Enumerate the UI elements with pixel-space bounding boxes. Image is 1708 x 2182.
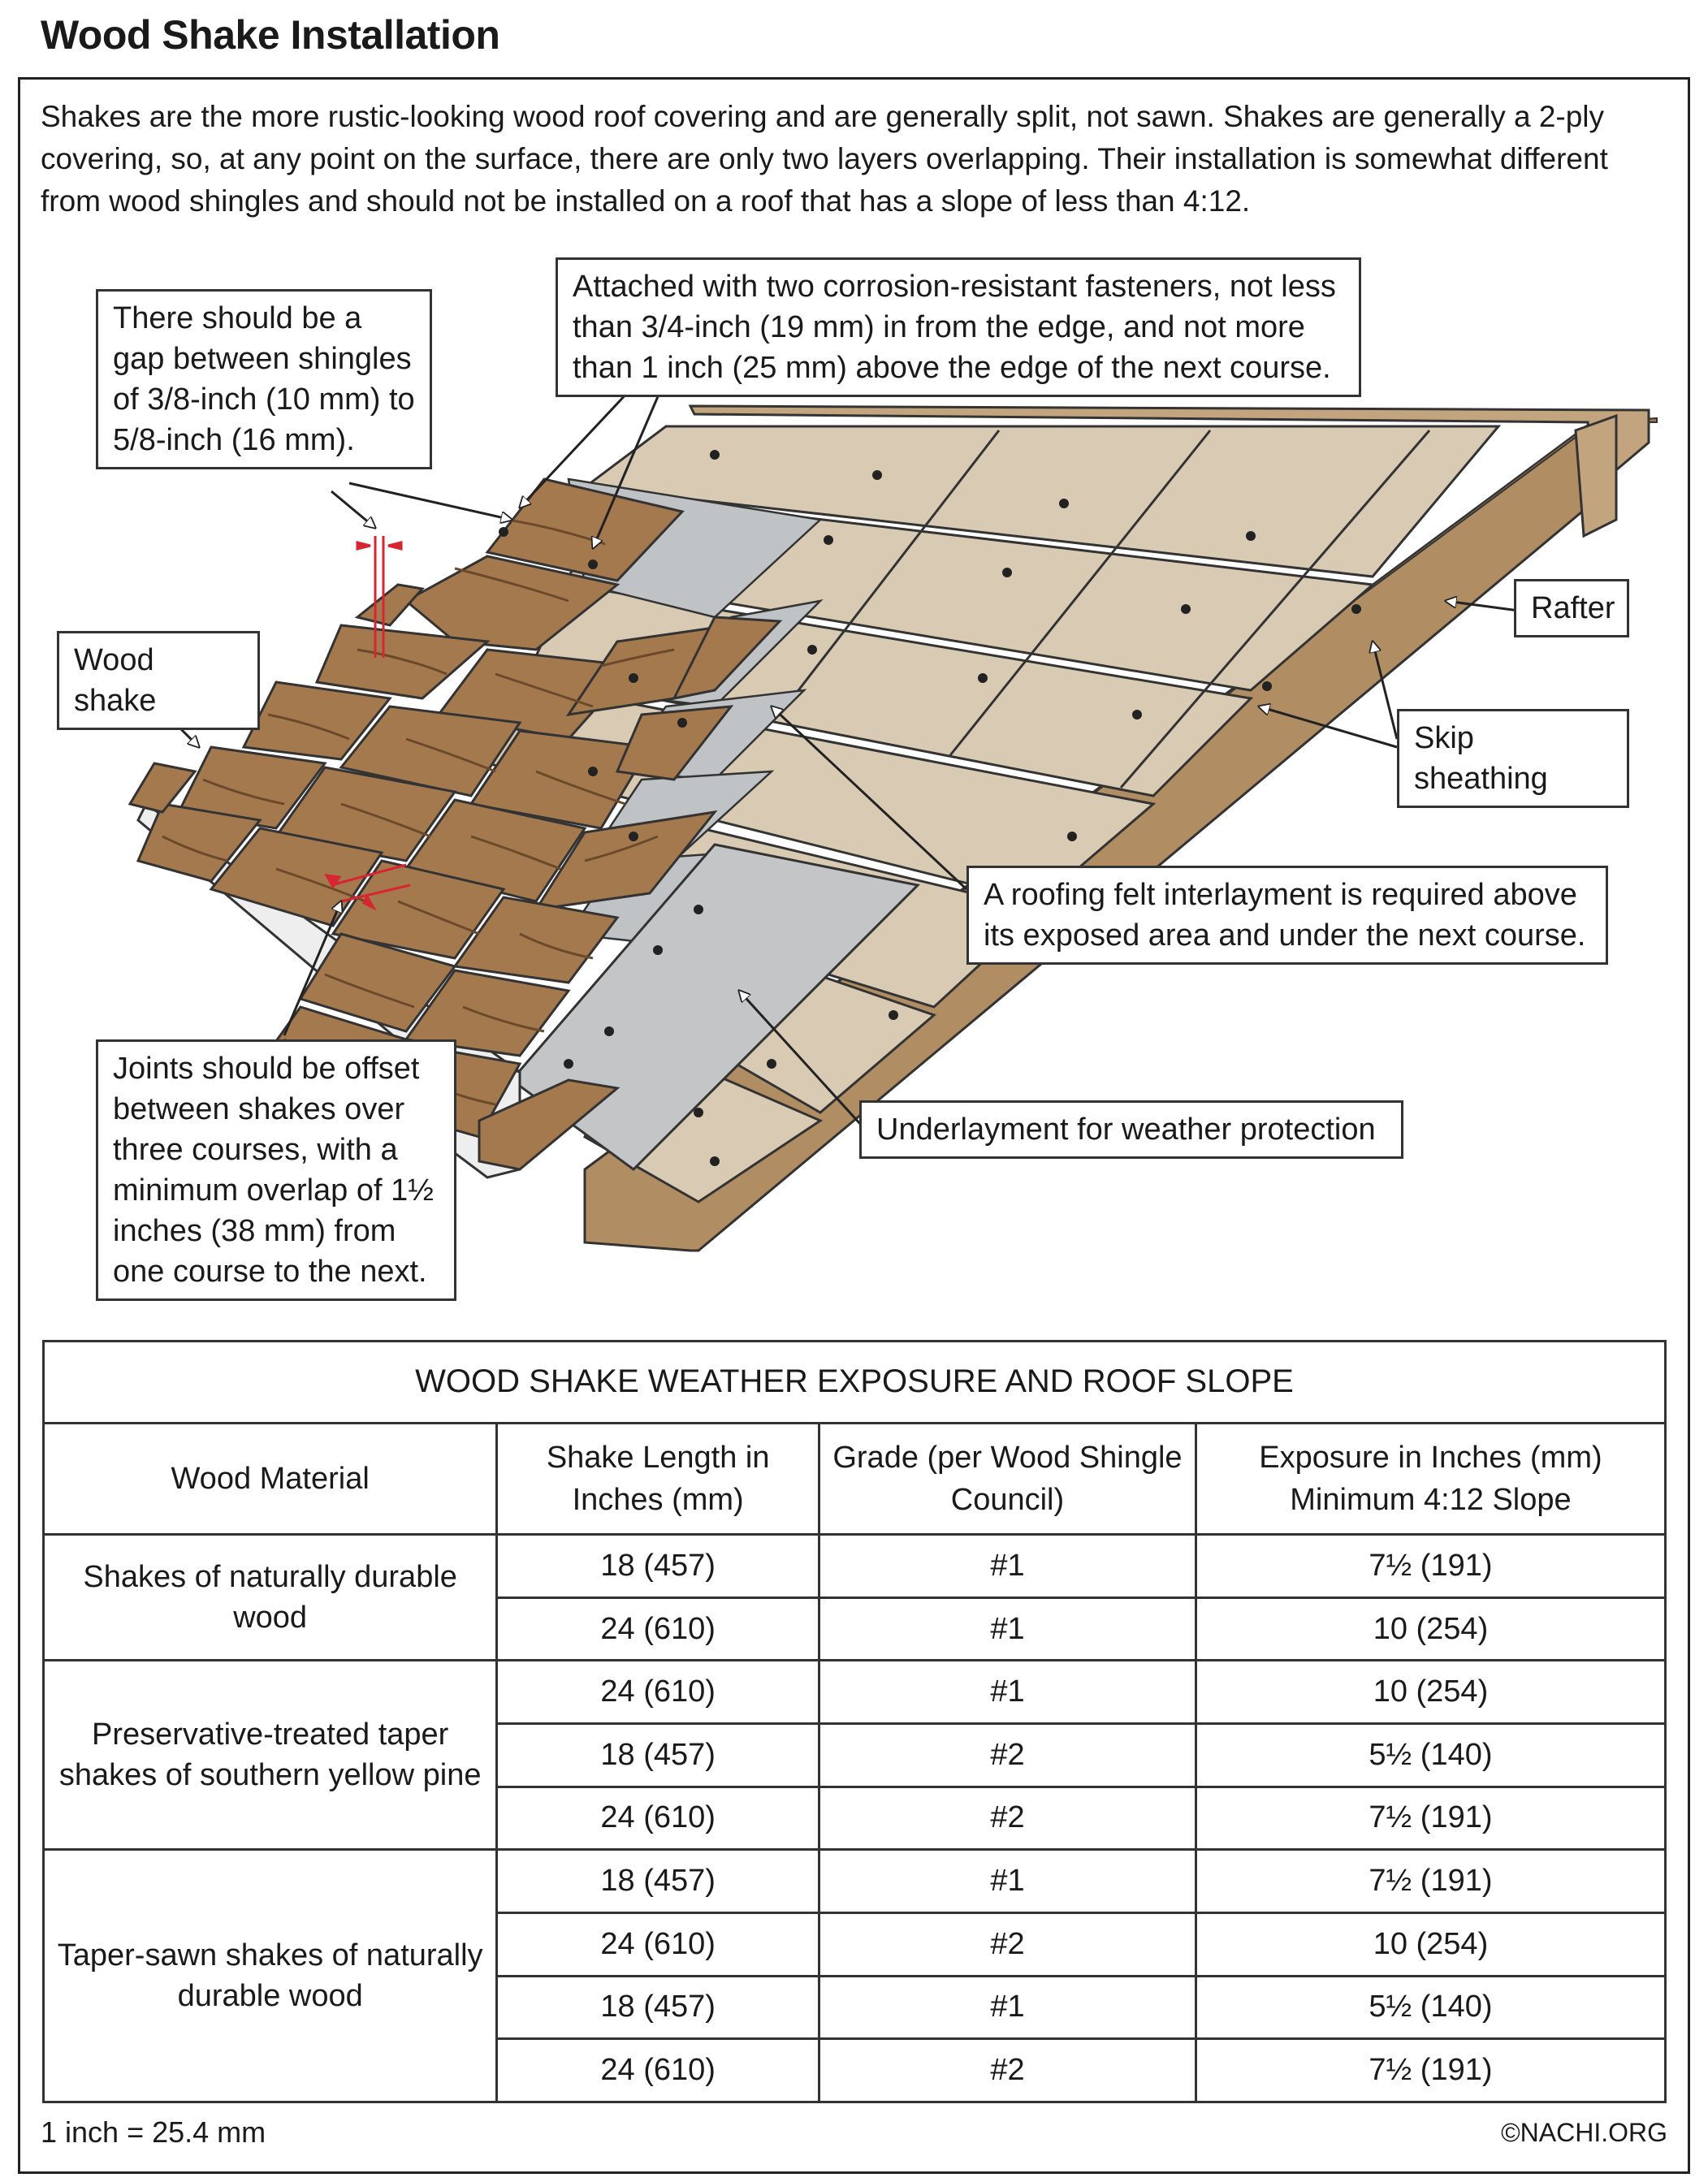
- callout-wood-shake: Wood shake: [57, 631, 260, 730]
- table-row: 24 (610) #2 10 (254): [44, 1911, 1667, 1977]
- grade-cell: #1: [818, 1596, 1197, 1662]
- callout-felt: A roofing felt interlayment is required …: [966, 866, 1608, 965]
- length-cell: 18 (457): [495, 1974, 820, 2041]
- conversion-note: 1 inch = 25.4 mm: [41, 2115, 266, 2149]
- callout-skip-sheathing: Skip sheathing: [1397, 709, 1629, 808]
- length-cell: 24 (610): [495, 1785, 820, 1851]
- callout-joints: Joints should be offset between shakes o…: [96, 1039, 456, 1301]
- exposure-cell: 5½ (140): [1194, 1722, 1667, 1788]
- table-caption: WOOD SHAKE WEATHER EXPOSURE AND ROOF SLO…: [42, 1340, 1667, 1424]
- table-row: 18 (457) #1 5½ (140): [44, 1974, 1667, 2041]
- material-cell: Preservative-treated taper shakes of sou…: [41, 1659, 499, 1851]
- length-cell: 24 (610): [495, 2037, 820, 2103]
- length-cell: 24 (610): [495, 1596, 820, 1662]
- table-row: Taper-sawn shakes of naturally durable w…: [41, 1848, 1667, 2103]
- header-grade: Grade (per Wood Shingle Council): [818, 1421, 1197, 1536]
- callout-gap: There should be a gap between shingles o…: [96, 289, 432, 469]
- exposure-cell: 7½ (191): [1194, 1785, 1667, 1851]
- rafter-lines: [778, 430, 1431, 789]
- exposure-cell: 10 (254): [1194, 1911, 1667, 1977]
- table-row: 24 (610) #1 10 (254): [44, 1596, 1667, 1662]
- rafters: [688, 404, 1650, 538]
- length-cell: 24 (610): [495, 1911, 820, 1977]
- overlap-indicator: [324, 863, 411, 911]
- table-row: Shakes of naturally durable wood 18 (457…: [41, 1533, 1667, 1662]
- callout-fasteners: Attached with two corrosion-resistant fa…: [556, 257, 1361, 397]
- exposure-cell: 7½ (191): [1194, 1848, 1667, 1914]
- material-cell: Taper-sawn shakes of naturally durable w…: [41, 1848, 499, 2103]
- length-cell: 24 (610): [495, 1659, 820, 1725]
- content-frame: [18, 77, 1690, 2174]
- gap-indicator: [356, 536, 403, 658]
- material-cell: Shakes of naturally durable wood: [41, 1533, 499, 1662]
- table-row: 18 (457) #2 5½ (140): [44, 1722, 1667, 1788]
- exposure-cell: 5½ (140): [1194, 1974, 1667, 2041]
- exposure-cell: 7½ (191): [1194, 2037, 1667, 2103]
- exposure-cell: 10 (254): [1194, 1659, 1667, 1725]
- header-shake-length: Shake Length in Inches (mm): [495, 1421, 820, 1536]
- length-cell: 18 (457): [495, 1533, 820, 1599]
- grade-cell: #1: [818, 1659, 1197, 1725]
- table-row: 24 (610) #2 7½ (191): [44, 2037, 1667, 2103]
- callout-underlayment: Underlayment for weather protection: [859, 1100, 1403, 1159]
- exposure-cell: 10 (254): [1194, 1596, 1667, 1662]
- grade-cell: #2: [818, 1911, 1197, 1977]
- grade-cell: #1: [818, 1533, 1197, 1599]
- roof-diagram: [128, 376, 1658, 1252]
- length-cell: 18 (457): [495, 1722, 820, 1788]
- length-cell: 18 (457): [495, 1848, 820, 1914]
- grade-cell: #2: [818, 1722, 1197, 1788]
- grade-cell: #2: [818, 2037, 1197, 2103]
- header-wood-material: Wood Material: [41, 1421, 499, 1536]
- leader-arrows: [145, 376, 1520, 1126]
- fascia-face: [584, 417, 1658, 1170]
- table-row: Preservative-treated taper shakes of sou…: [41, 1659, 1667, 1851]
- exposure-table: WOOD SHAKE WEATHER EXPOSURE AND ROOF SLO…: [41, 1340, 1667, 2103]
- table-row: 24 (610) #2 7½ (191): [44, 1785, 1667, 1851]
- grade-cell: #1: [818, 1974, 1197, 2041]
- header-exposure: Exposure in Inches (mm) Minimum 4:12 Slo…: [1194, 1421, 1667, 1536]
- intro-text: Shakes are the more rustic-looking wood …: [41, 100, 1608, 218]
- grade-cell: #2: [818, 1785, 1197, 1851]
- page-title: Wood Shake Installation: [41, 12, 500, 58]
- shake-nails: [499, 527, 703, 1069]
- callout-rafter: Rafter: [1514, 579, 1629, 637]
- grade-cell: #1: [818, 1848, 1197, 1914]
- exposure-cell: 7½ (191): [1194, 1533, 1667, 1599]
- copyright: ©NACHI.ORG: [1501, 2118, 1667, 2147]
